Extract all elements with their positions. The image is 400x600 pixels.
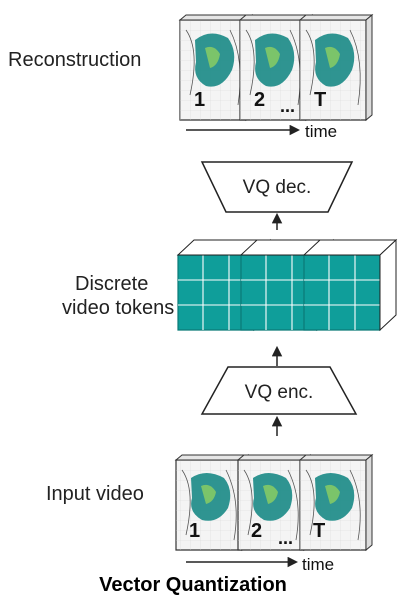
input-frame [174, 453, 250, 552]
input-time-label: time [302, 555, 334, 574]
input-frame [236, 453, 312, 552]
input-frame-number-last: T [313, 520, 325, 542]
frame-number-first: 1 [194, 89, 205, 111]
input-frame [298, 453, 374, 552]
input-video-label: Input video [46, 483, 144, 505]
tokens-label-line2: video tokens [62, 297, 174, 319]
frame-number-second: 2 [254, 89, 265, 111]
input-frame-number-second: 2 [251, 520, 262, 542]
vq-decoder-box [200, 161, 354, 213]
vq-encoder-label: VQ enc. [245, 382, 314, 403]
input-frame-ellipsis: ... [278, 528, 293, 548]
vq-encoder-box [200, 366, 358, 415]
vq-decoder-label: VQ dec. [243, 177, 312, 198]
frame-number-last: T [314, 89, 326, 111]
tokens-label-line1: Discrete [75, 273, 148, 295]
token-grids [176, 238, 398, 332]
frame-ellipsis: ... [280, 96, 295, 116]
input-frames: 1 2 ... T [174, 453, 374, 552]
reconstruction-frame [298, 13, 374, 122]
reconstruction-label: Reconstruction [8, 49, 141, 71]
token-grid [302, 238, 398, 332]
input-frame-number-first: 1 [189, 520, 200, 542]
reconstruction-frame [178, 13, 254, 122]
time-label: time [305, 122, 337, 141]
reconstruction-frames: 1 2 ... T [178, 13, 374, 122]
diagram-caption: Vector Quantization [99, 574, 287, 596]
